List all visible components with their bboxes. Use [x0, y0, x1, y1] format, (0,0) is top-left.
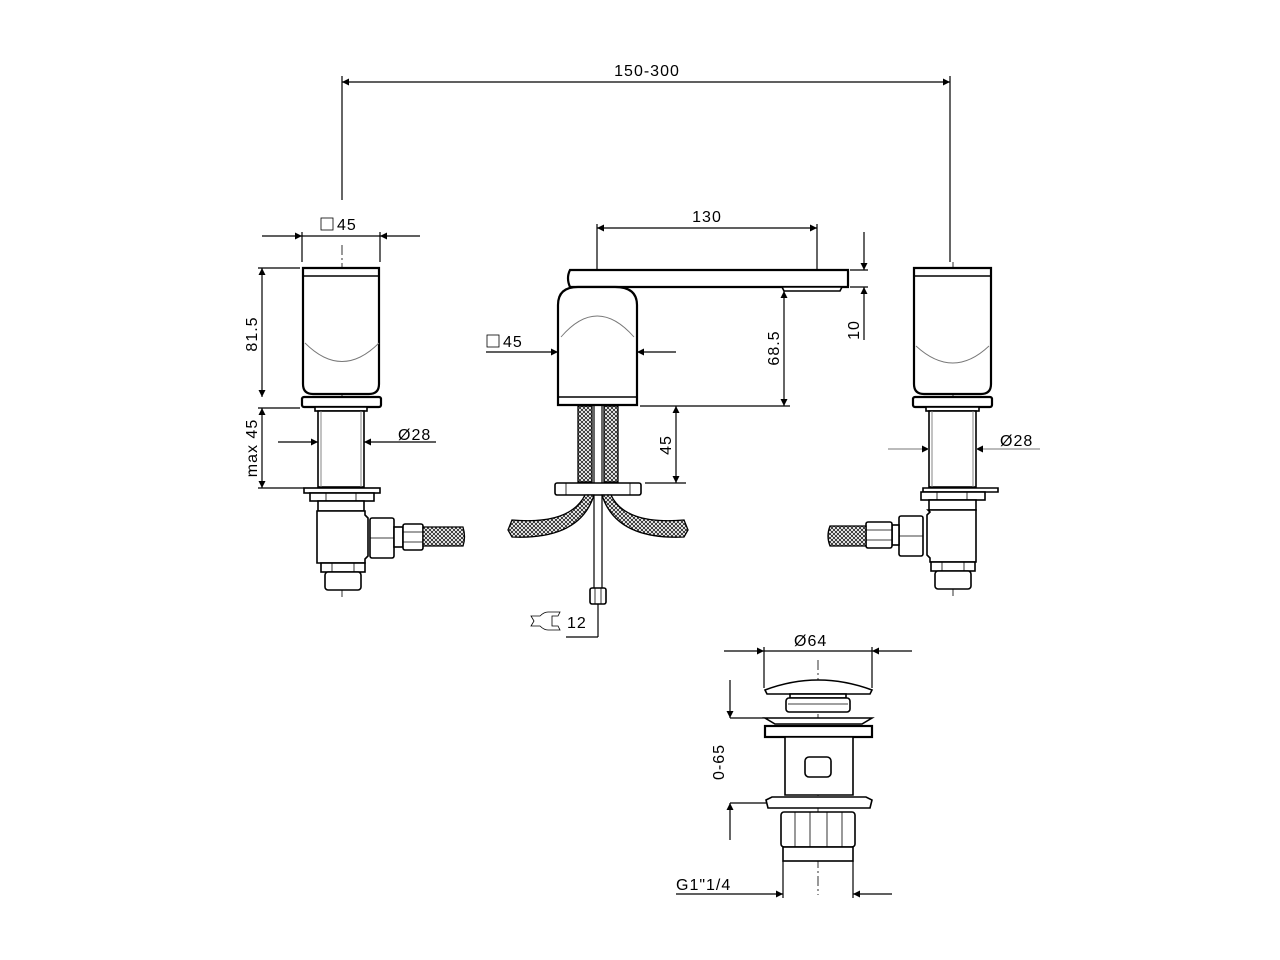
right-valve: Ø28 [827, 262, 1040, 598]
left-deck-thickness-label: max 45 [244, 419, 261, 477]
wrench-size-label: 12 [567, 615, 587, 632]
overall-spacing-label: 150-300 [614, 63, 680, 80]
spout-height-label: 68.5 [766, 330, 783, 365]
left-handle-height-label: 81.5 [244, 316, 261, 351]
spout-deck-label: 45 [658, 435, 675, 455]
left-handle-width-label: 45 [337, 217, 357, 234]
spout-body-width-label: 45 [503, 334, 523, 351]
waste-drain: Ø64 0-65 G1"1/4 [676, 633, 912, 898]
spout-thickness-label: 10 [846, 320, 863, 340]
square-symbol-icon [486, 334, 500, 348]
spout: 130 45 68.5 [486, 209, 868, 638]
square-symbol-icon [320, 217, 334, 231]
diameter-symbol: Ø [398, 427, 411, 444]
waste-diameter-label: Ø64 [794, 633, 827, 650]
waste-thread-label: G1"1/4 [676, 877, 731, 894]
spout-reach-label: 130 [692, 209, 722, 226]
wrench-icon [530, 611, 561, 631]
overall-spacing-dimension: 150-300 [341, 63, 951, 262]
left-valve: 45 81.5 [244, 217, 466, 598]
right-shank-diameter-label: Ø28 [1000, 433, 1033, 450]
left-shank-diameter-label: Ø28 [398, 427, 431, 444]
waste-range-label: 0-65 [711, 744, 728, 780]
